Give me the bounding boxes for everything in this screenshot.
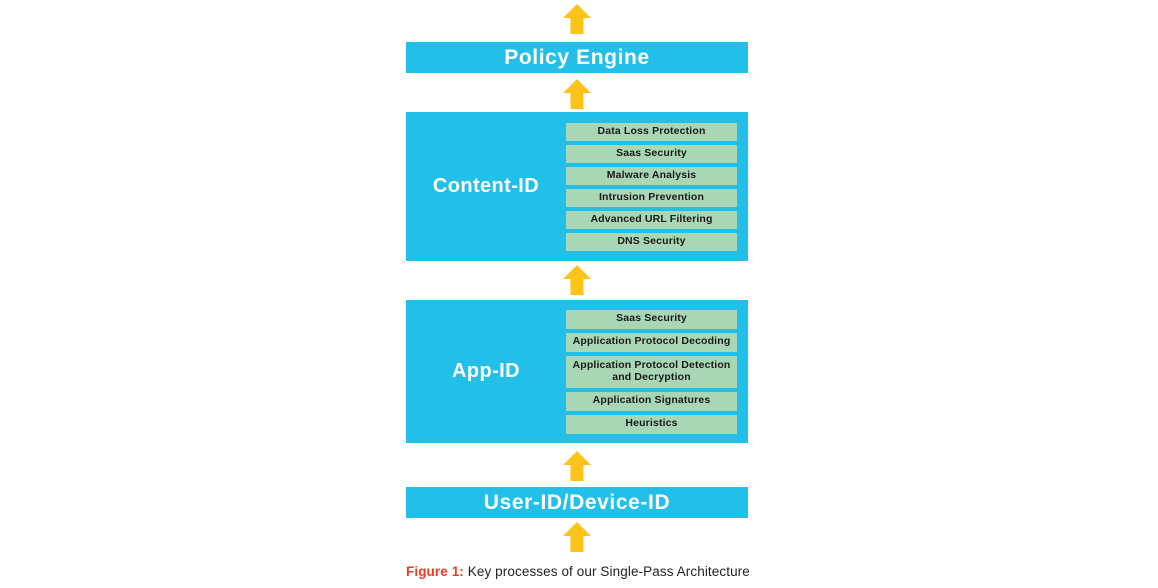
app-id-row: Heuristics bbox=[566, 414, 737, 434]
arrow-up-icon bbox=[562, 264, 592, 296]
figure-caption-text: Key processes of our Single-Pass Archite… bbox=[463, 564, 750, 579]
content-id-label: Content-ID bbox=[432, 175, 540, 197]
content-id-row: Advanced URL Filtering bbox=[566, 210, 737, 229]
arrow-up-icon bbox=[562, 78, 592, 110]
user-device-id-label: User-ID/Device-ID bbox=[483, 490, 671, 514]
app-id-row: Application Protocol Decoding bbox=[566, 332, 737, 352]
app-id-row-list: Saas Security Application Protocol Decod… bbox=[566, 309, 748, 434]
arrow-up-icon bbox=[562, 3, 592, 35]
content-id-row: Malware Analysis bbox=[566, 166, 737, 185]
content-id-row: DNS Security bbox=[566, 232, 737, 251]
content-id-box: Content-ID Data Loss Protection Saas Sec… bbox=[406, 112, 748, 261]
policy-engine-label: Policy Engine bbox=[504, 45, 650, 69]
app-id-row: Application Signatures bbox=[566, 391, 737, 411]
content-id-row-list: Data Loss Protection Saas Security Malwa… bbox=[566, 122, 748, 251]
arrow-up-icon bbox=[562, 521, 592, 553]
content-id-row: Data Loss Protection bbox=[566, 122, 737, 141]
content-id-row: Saas Security bbox=[566, 144, 737, 163]
app-id-row: Saas Security bbox=[566, 309, 737, 329]
figure-caption: Figure 1: Key processes of our Single-Pa… bbox=[406, 564, 750, 579]
app-id-label: App-ID bbox=[452, 360, 520, 382]
user-device-id-bar: User-ID/Device-ID bbox=[406, 487, 748, 518]
app-id-box: App-ID Saas Security Application Protoco… bbox=[406, 300, 748, 443]
content-id-row: Intrusion Prevention bbox=[566, 188, 737, 207]
arrow-up-icon bbox=[562, 450, 592, 482]
figure-caption-label: Figure 1: bbox=[406, 564, 464, 579]
policy-engine-bar: Policy Engine bbox=[406, 42, 748, 73]
app-id-row: Application Protocol Detection and Decry… bbox=[566, 355, 737, 388]
